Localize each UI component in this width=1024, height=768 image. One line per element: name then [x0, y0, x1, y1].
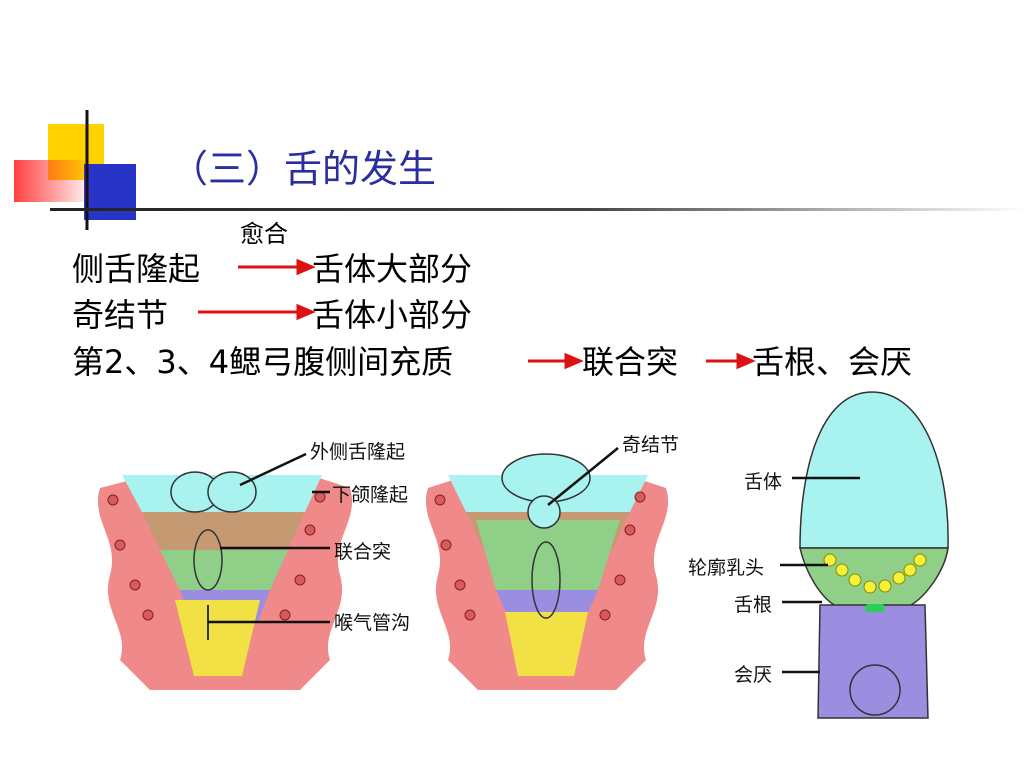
label-tongue-root: 舌根: [734, 594, 773, 616]
corner-decoration: [0, 0, 160, 240]
line3-right: 舌根、会厌: [752, 343, 913, 381]
line2-left: 奇结节: [72, 296, 169, 334]
label-tongue-body: 舌体: [744, 471, 783, 493]
label-copula: 联合突: [334, 541, 392, 563]
line2-right: 舌体小部分: [312, 296, 473, 334]
line1-right: 舌体大部分: [312, 250, 473, 288]
label-laryngotracheal-groove: 喉气管沟: [334, 612, 411, 634]
line1-left: 侧舌隆起: [72, 250, 201, 288]
stage1-diagram: [97, 471, 353, 690]
line3-left: 第2、3、4鳃弓腹侧间充质: [72, 343, 454, 381]
tongue-development-figure: [97, 391, 949, 719]
title-underline: [50, 198, 1024, 211]
page-title: （三）舌的发生: [170, 147, 437, 191]
label-mandibular-swelling: 下颌隆起: [332, 484, 409, 506]
arrow-1-head: [296, 258, 316, 276]
arrow-4-head: [736, 352, 756, 370]
label-lateral-lingual-swelling: 外侧舌隆起: [310, 441, 406, 463]
arrow-3-head: [564, 352, 584, 370]
stage2-diagram: [425, 453, 669, 690]
label-epiglottis: 会厌: [734, 664, 773, 686]
label-circumvallate-papillae: 轮廓乳头: [688, 557, 765, 579]
stage3-diagram: [799, 391, 949, 719]
arrows-layer: [198, 258, 756, 370]
line3-mid: 联合突: [582, 343, 679, 381]
fusion-annotation: 愈合: [240, 220, 288, 248]
arrow-2-head: [296, 303, 316, 321]
label-tuberculum-impar: 奇结节: [622, 434, 680, 456]
